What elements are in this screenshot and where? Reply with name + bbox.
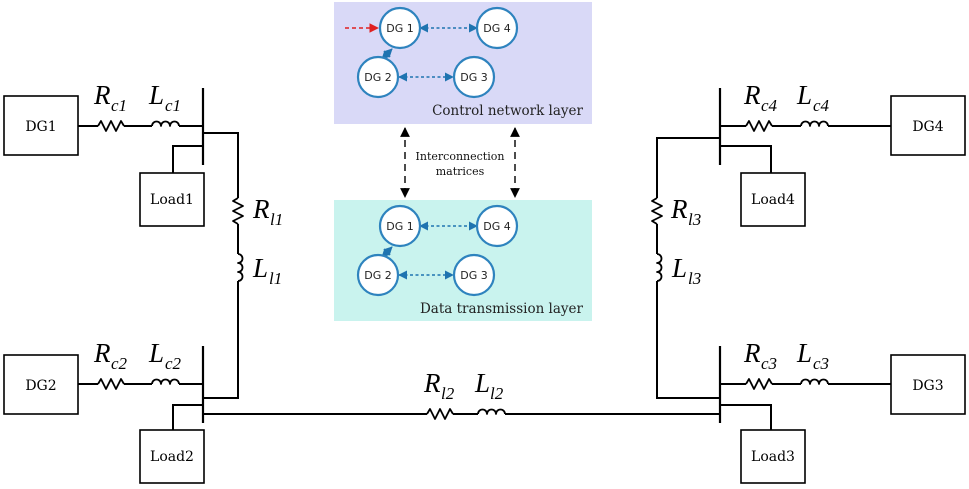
svg-text:DG 4: DG 4 bbox=[483, 22, 511, 35]
lc4-subscript: c4 bbox=[813, 96, 830, 115]
load3-block: Load3 bbox=[720, 404, 806, 484]
lc1-symbol: L bbox=[148, 80, 164, 110]
svg-text:DG 3: DG 3 bbox=[460, 71, 488, 84]
lc4-symbol: L bbox=[796, 80, 812, 110]
ctrl-node-dg1: DG 1 bbox=[378, 6, 422, 50]
dg1-feeder bbox=[78, 120, 203, 132]
rl3-symbol: R bbox=[670, 194, 688, 224]
load3-label: Load3 bbox=[751, 449, 795, 465]
data-transmission-layer: DG 1 DG 4 DG 2 DG 3 Data transmission la… bbox=[334, 200, 592, 321]
rc3-symbol: R bbox=[743, 338, 761, 368]
ctrl-node-dg3: DG 3 bbox=[452, 55, 496, 99]
inductor-lc1 bbox=[151, 120, 180, 127]
rc3-subscript: c3 bbox=[761, 354, 777, 373]
lc2-subscript: c2 bbox=[165, 354, 182, 373]
rc1-subscript: c1 bbox=[111, 96, 127, 115]
svg-text:DG 2: DG 2 bbox=[364, 71, 392, 84]
inductor-ll1 bbox=[237, 253, 244, 282]
lc3-symbol: L bbox=[796, 338, 812, 368]
inductor-lc3 bbox=[800, 378, 829, 385]
ll3-subscript: l3 bbox=[688, 269, 701, 288]
rl2-subscript: l2 bbox=[441, 384, 455, 403]
rl2-symbol: R bbox=[423, 368, 441, 398]
resistor-rc2 bbox=[97, 378, 125, 390]
svg-text:DG 1: DG 1 bbox=[386, 220, 414, 233]
load2-block: Load2 bbox=[139, 404, 205, 484]
inductor-ll3 bbox=[656, 253, 663, 282]
svg-text:DG 1: DG 1 bbox=[386, 22, 414, 35]
lc2-symbol: L bbox=[148, 338, 164, 368]
control-network-layer: DG 1 DG 4 DG 2 DG 3 Control network laye… bbox=[334, 2, 592, 124]
inductor-ll2 bbox=[477, 408, 506, 415]
data-node-dg4: DG 4 bbox=[475, 204, 519, 248]
dg3-feeder bbox=[720, 378, 891, 390]
load2-label: Load2 bbox=[150, 449, 194, 465]
data-node-dg2: DG 2 bbox=[356, 253, 400, 297]
dg2-label: DG2 bbox=[25, 378, 56, 394]
dg1-block: DG1 bbox=[3, 95, 79, 156]
rc4-subscript: c4 bbox=[761, 96, 778, 115]
resistor-rl2 bbox=[426, 408, 454, 420]
rc2-symbol: R bbox=[93, 338, 111, 368]
dg3-block: DG3 bbox=[890, 354, 966, 415]
data-node-dg3: DG 3 bbox=[452, 253, 496, 297]
load1-block: Load1 bbox=[139, 145, 205, 227]
lc1-subscript: c1 bbox=[165, 96, 181, 115]
dg3-label: DG3 bbox=[912, 378, 943, 394]
ll2-subscript: l2 bbox=[490, 384, 504, 403]
control-layer-title: Control network layer bbox=[432, 103, 583, 119]
rc1-symbol: R bbox=[93, 80, 111, 110]
rc2-subscript: c2 bbox=[111, 354, 128, 373]
line-2 bbox=[203, 408, 720, 420]
dg4-feeder bbox=[720, 120, 891, 132]
rl1-symbol: R bbox=[252, 194, 270, 224]
ll2-symbol: L bbox=[474, 368, 490, 398]
rl3-subscript: l3 bbox=[688, 210, 701, 229]
dg2-feeder bbox=[78, 378, 203, 390]
resistor-rl1 bbox=[232, 197, 244, 225]
resistor-rc4 bbox=[745, 120, 773, 132]
svg-text:DG 2: DG 2 bbox=[364, 269, 392, 282]
inductor-lc4 bbox=[800, 120, 829, 127]
load1-label: Load1 bbox=[150, 192, 194, 208]
resistor-rc3 bbox=[745, 378, 773, 390]
line-1 bbox=[203, 132, 244, 399]
rc4-symbol: R bbox=[743, 80, 761, 110]
rl1-subscript: l1 bbox=[270, 210, 283, 229]
ll1-symbol: L bbox=[252, 253, 268, 283]
ctrl-node-dg2: DG 2 bbox=[356, 55, 400, 99]
svg-text:DG 3: DG 3 bbox=[460, 269, 488, 282]
interconnection-label-line2: matrices bbox=[436, 165, 485, 178]
lc3-subscript: c3 bbox=[813, 354, 829, 373]
dg4-block: DG4 bbox=[890, 95, 966, 156]
ll3-symbol: L bbox=[671, 253, 687, 283]
svg-text:DG 4: DG 4 bbox=[483, 220, 511, 233]
resistor-rc1 bbox=[97, 120, 125, 132]
line-3 bbox=[651, 137, 720, 399]
resistor-rl3 bbox=[651, 197, 663, 225]
load4-block: Load4 bbox=[720, 145, 806, 227]
interconnection-label-line1: Interconnection bbox=[416, 150, 505, 163]
dg2-block: DG2 bbox=[3, 354, 79, 415]
dg1-label: DG1 bbox=[25, 119, 56, 135]
ctrl-node-dg4: DG 4 bbox=[475, 6, 519, 50]
dg4-label: DG4 bbox=[912, 119, 943, 135]
data-layer-title: Data transmission layer bbox=[420, 301, 584, 317]
inductor-lc2 bbox=[151, 378, 180, 385]
ll1-subscript: l1 bbox=[269, 269, 282, 288]
load4-label: Load4 bbox=[751, 192, 795, 208]
data-node-dg1: DG 1 bbox=[378, 204, 422, 248]
